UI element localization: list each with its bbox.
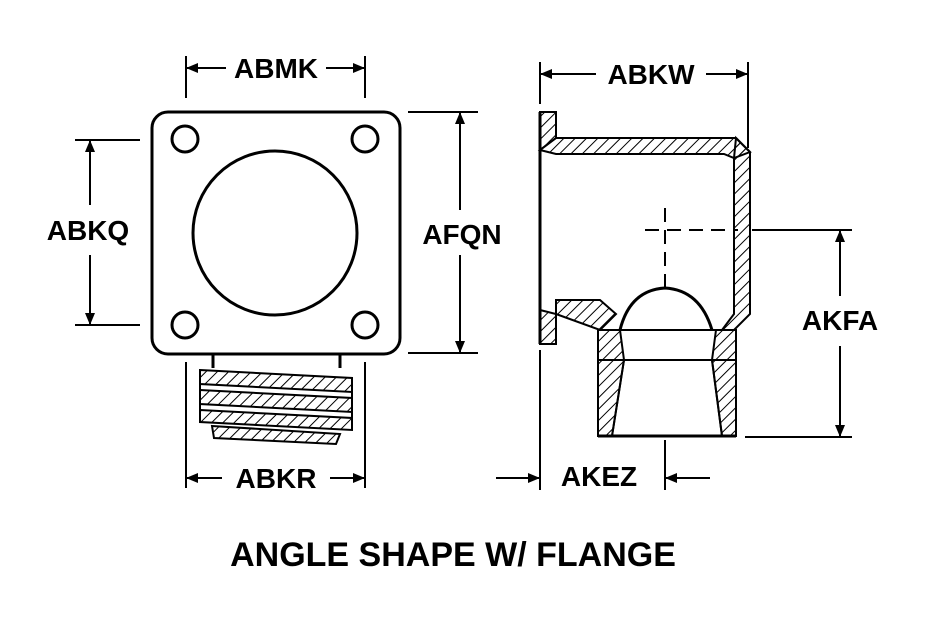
front-view: ABMK ABKQ AFQN ABKR: [47, 53, 502, 494]
dimension-akfa: AKFA: [745, 229, 878, 438]
label-abkw: ABKW: [607, 59, 695, 90]
label-afqn: AFQN: [422, 219, 501, 250]
outlet-bore-dome: [618, 286, 714, 331]
dimension-abkr: ABKR: [185, 362, 366, 494]
dimension-abkw: ABKW: [539, 59, 749, 148]
label-akez: AKEZ: [561, 461, 637, 492]
mounting-hole-bottom-left: [170, 310, 200, 340]
mounting-hole-top-left: [170, 124, 200, 154]
mounting-hole-bottom-right: [350, 310, 380, 340]
side-view: ABKW AKFA AKEZ: [496, 59, 878, 492]
label-abkr: ABKR: [236, 463, 317, 494]
label-abkq: ABKQ: [47, 215, 129, 246]
threaded-stem: [199, 354, 353, 446]
center-bore-circle: [191, 149, 359, 317]
mounting-hole-top-right: [350, 124, 380, 154]
elbow-wall-right: [720, 135, 751, 331]
dimension-abmk: ABMK: [185, 53, 366, 98]
elbow-wall-bottom-left: [555, 299, 618, 332]
dimension-abkq: ABKQ: [47, 139, 140, 326]
label-abmk: ABMK: [234, 53, 318, 84]
flange-lip-bottom: [539, 308, 557, 345]
dimension-akez: AKEZ: [496, 350, 710, 492]
drawing-title: ANGLE SHAPE W/ FLANGE: [230, 536, 676, 574]
dimension-afqn: AFQN: [408, 111, 502, 354]
flange-plate: [150, 110, 402, 356]
label-akfa: AKFA: [802, 305, 878, 336]
